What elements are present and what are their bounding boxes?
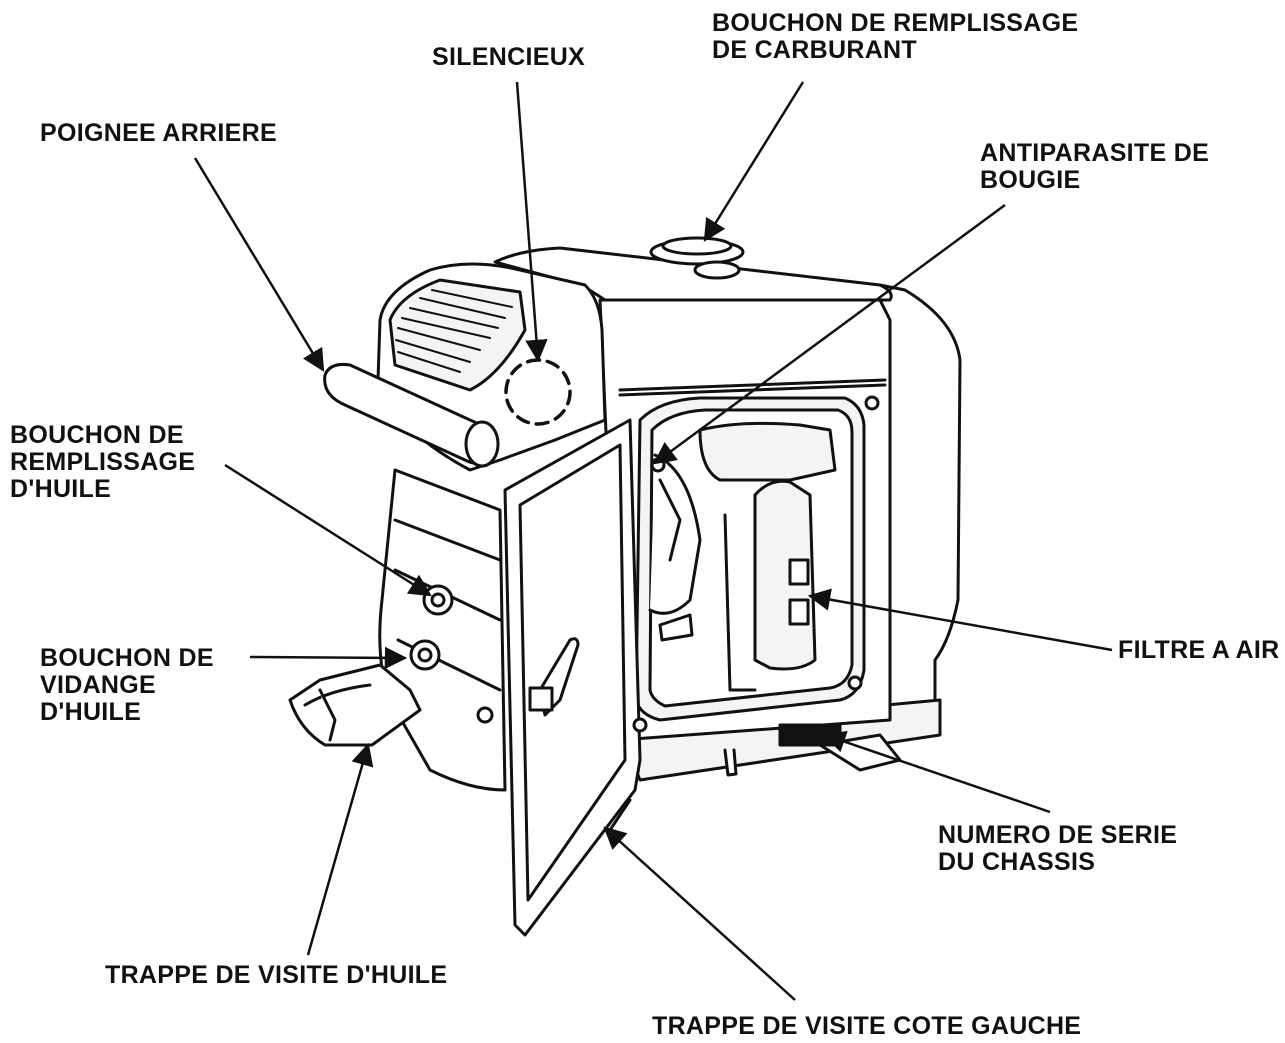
label-numero-serie: NUMERO DE SERIE DU CHASSIS [938,821,1178,876]
leader-vidange [249,646,408,670]
leader-numero [822,730,1051,814]
rear-lower-body [378,468,507,792]
oil-inspection-hatch [288,663,422,747]
label-antiparasite: ANTIPARASITE DE BOUGIE [980,139,1210,194]
vent-grille [388,278,527,392]
generator-illustration [288,236,962,937]
label-trappe-gauche: TRAPPE DE VISITE COTE GAUCHE [652,1012,1082,1040]
foot-pin [723,748,738,777]
label-silencieux: SILENCIEUX [432,43,586,71]
leader-bouchon-huile [224,463,432,597]
leader-carburant [703,81,805,242]
label-poignee-arriere: POIGNEE ARRIERE [40,119,277,147]
label-filtre-air: FILTRE A AIR [1118,636,1280,664]
label-bouchon-vidange: BOUCHON DE VIDANGE D'HUILE [40,644,214,726]
right-side-panel [878,283,962,732]
leader-filtre [807,588,1113,652]
leader-antiparasite [653,203,1006,465]
left-access-door [503,418,642,937]
leader-trappe-huile [306,742,374,956]
leader-poignee [193,157,325,372]
leader-lines [193,81,1113,1001]
leader-trappe-gauche [603,826,796,1001]
leader-silencieux [515,81,548,363]
label-trappe-huile: TRAPPE DE VISITE D'HUILE [105,961,448,989]
label-bouchon-carburant: BOUCHON DE REMPLISSAGE DE CARBURANT [712,9,1079,64]
engine-parts [698,421,837,482]
label-bouchon-huile: BOUCHON DE REMPLISSAGE D'HUILE [10,421,196,503]
serial-plate [778,723,842,747]
